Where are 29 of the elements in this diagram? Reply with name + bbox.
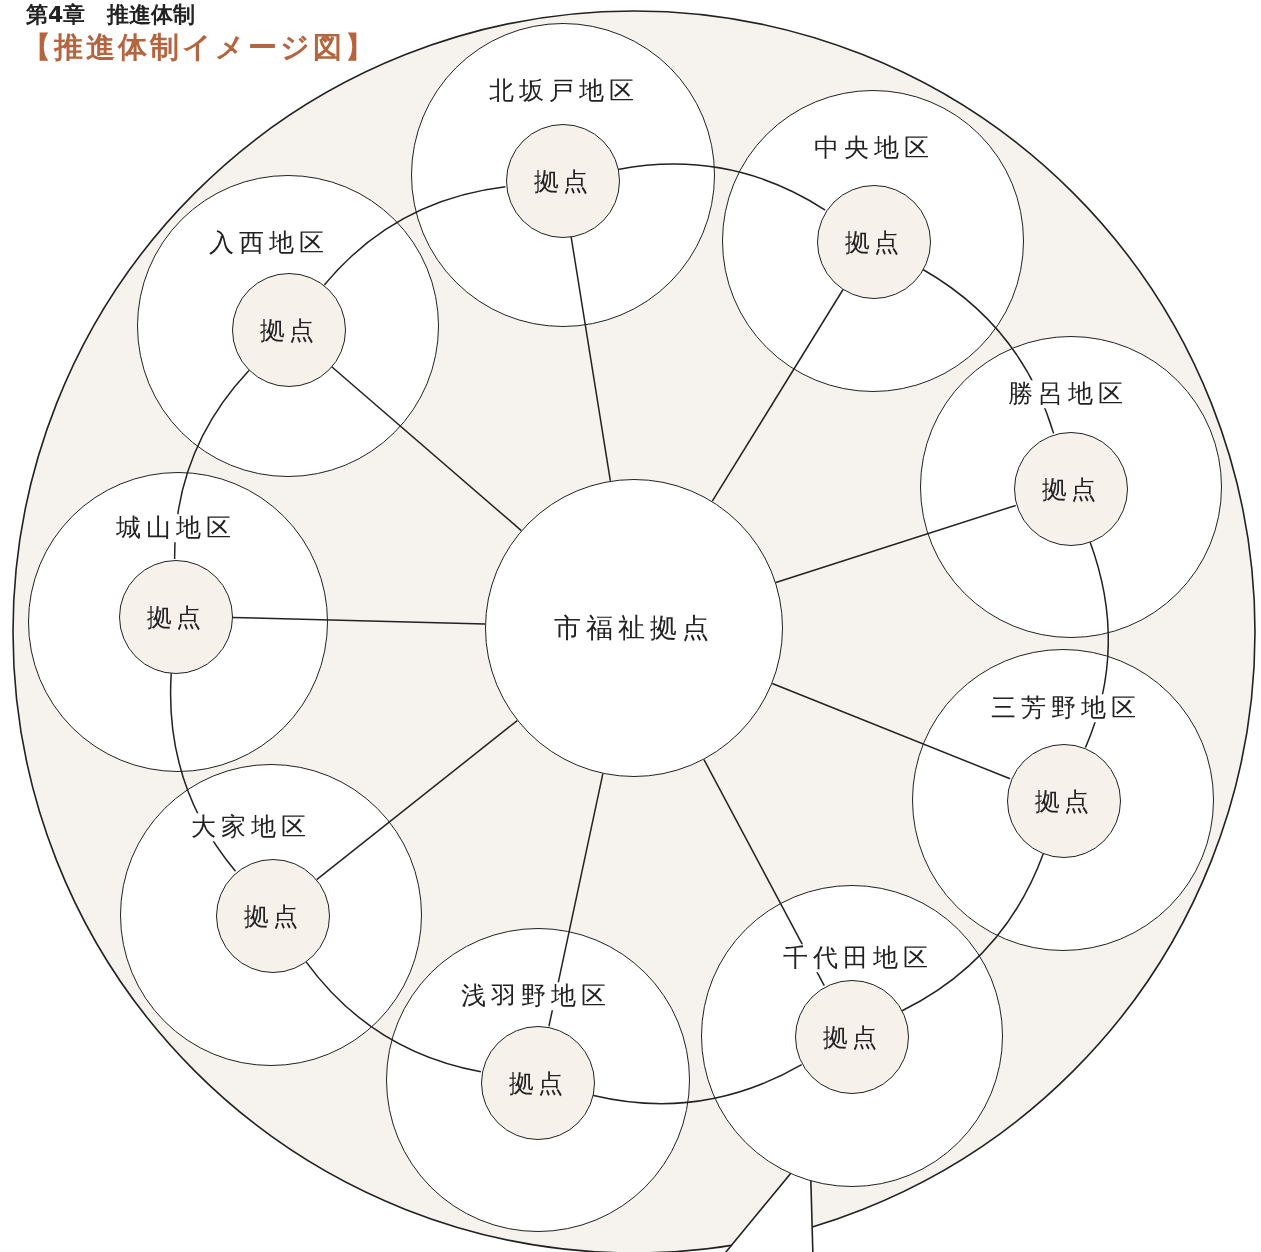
hub-circle: 拠点 <box>119 560 233 674</box>
connector-line <box>617 163 826 211</box>
connector-line <box>591 1063 803 1105</box>
connector-line <box>169 672 237 872</box>
connector-line <box>330 365 522 532</box>
connector-line <box>901 852 1045 1012</box>
connector-line <box>921 268 1055 435</box>
connector-line <box>570 235 612 482</box>
hub-circle: 拠点 <box>232 273 346 387</box>
connector-line <box>775 504 1017 584</box>
hub-circle: 拠点 <box>481 1026 595 1140</box>
connector-line <box>771 682 1011 780</box>
connector-line <box>304 960 482 1073</box>
hub-circle: 拠点 <box>1007 744 1121 858</box>
chapter-heading: 第4章 推進体制 <box>26 1 196 29</box>
hub-circle: 拠点 <box>216 859 330 973</box>
hub-circle: 拠点 <box>506 124 620 238</box>
diagram-title: 【推進体制イメージ図】 <box>22 29 377 66</box>
connector-line <box>711 288 844 502</box>
connector-line <box>1084 540 1109 749</box>
hub-circle: 拠点 <box>817 185 931 299</box>
hub-circle: 拠点 <box>1014 432 1128 546</box>
connector-line <box>703 758 825 987</box>
hub-circle: 拠点 <box>795 980 909 1094</box>
connector-line <box>548 772 604 1027</box>
connector-line <box>323 186 507 286</box>
connector-line <box>315 719 518 881</box>
connector-line <box>173 369 250 560</box>
connector-line <box>231 616 486 625</box>
